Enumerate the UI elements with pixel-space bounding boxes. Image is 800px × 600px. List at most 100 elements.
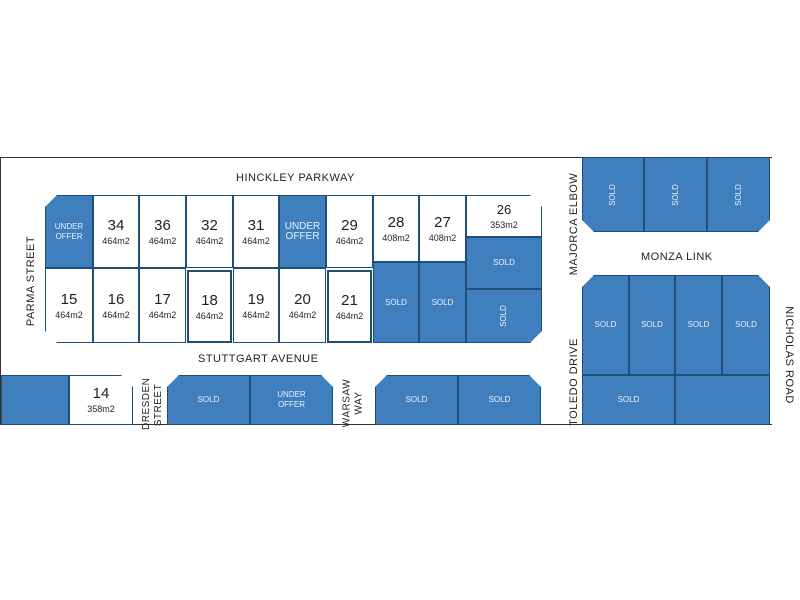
lot-status: SOLD [385, 297, 407, 307]
street-stuttgart-avenue: STUTTGART AVENUE [198, 353, 319, 365]
lot-sold-below-28[interactable]: SOLD [373, 262, 419, 343]
street-majorca-elbow: MAJORCA ELBOW [568, 172, 581, 276]
lot-status: UNDER [277, 390, 306, 399]
lot-status: SOLD [405, 395, 428, 404]
lot-number: 29 [341, 216, 358, 234]
lot-area: 464m2 [195, 310, 224, 321]
lot-15[interactable]: 15 464m2 [45, 268, 93, 343]
lot-status: SOLD [735, 320, 757, 329]
lot-status: SOLD [641, 320, 663, 329]
street-monza-link: MONZA LINK [641, 251, 713, 263]
lot-number: 26 [496, 202, 512, 217]
street-parma: PARMA STREET [25, 235, 38, 327]
lot-status: SOLD [498, 305, 508, 327]
lot-area: 464m2 [55, 309, 83, 320]
lot-16[interactable]: 16 464m2 [93, 268, 139, 343]
lot-sold-below-27[interactable]: SOLD [419, 262, 466, 343]
lot-34[interactable]: 34 464m2 [93, 195, 139, 268]
lot-number: 27 [434, 213, 451, 231]
street-dresden-line1: DRESDEN [141, 377, 152, 430]
lot-status: SOLD [617, 395, 640, 404]
lot-26[interactable]: 26 353m2 [466, 195, 542, 237]
street-nicholas-road: NICHOLAS ROAD [782, 306, 795, 404]
lot-area: 408m2 [382, 232, 410, 243]
lot-19[interactable]: 19 464m2 [233, 268, 279, 343]
lot-area: 464m2 [102, 309, 130, 320]
lot-sold-top-right-2[interactable]: SOLD [644, 157, 707, 232]
lot-area: 464m2 [335, 310, 364, 321]
lot-area: 464m2 [335, 235, 364, 246]
lot-status: SOLD [197, 395, 220, 404]
lot-number: 17 [154, 290, 171, 308]
lot-number: 31 [247, 216, 265, 234]
lot-area: 464m2 [288, 309, 317, 320]
lot-number: 28 [387, 213, 405, 231]
lot-number: 18 [201, 291, 218, 309]
lot-under-offer-bottom[interactable]: UNDER OFFER [250, 375, 333, 425]
lot-28[interactable]: 28 408m2 [373, 195, 419, 262]
lot-status: OFFER [277, 400, 306, 409]
lot-sold-right-block-2[interactable]: SOLD [629, 275, 675, 375]
lot-status: UNDER [284, 220, 321, 232]
lot-14[interactable]: 14 358m2 [69, 375, 133, 425]
lot-status: SOLD [687, 320, 710, 329]
lot-number: 32 [201, 216, 218, 234]
lot-sold-top-right-1[interactable]: SOLD [582, 157, 644, 232]
lot-sold-right-lower[interactable]: SOLD [466, 289, 542, 343]
lot-sold-right-block-3[interactable]: SOLD [675, 275, 722, 375]
lot-sold-bottom-left[interactable] [1, 375, 69, 425]
lot-36[interactable]: 36 464m2 [139, 195, 186, 268]
street-dresden-line2: STREET [153, 383, 164, 427]
lot-sold-bottom-middle[interactable]: SOLD [167, 375, 250, 425]
lot-21[interactable]: 21 464m2 [327, 270, 372, 343]
lot-number: 15 [60, 290, 78, 308]
lot-number: 34 [107, 216, 125, 234]
lot-31[interactable]: 31 464m2 [233, 195, 279, 268]
lot-status: SOLD [431, 297, 454, 307]
lot-number: 14 [92, 385, 110, 402]
lot-17[interactable]: 17 464m2 [139, 268, 186, 343]
lot-status: SOLD [493, 258, 515, 267]
lot-area: 464m2 [242, 309, 270, 320]
lot-sold-right-block-5[interactable]: SOLD [582, 375, 675, 425]
lot-under-offer-top-left[interactable]: UNDER OFFER [45, 195, 93, 268]
lot-status: OFFER [285, 230, 320, 242]
lot-29[interactable]: 29 464m2 [326, 195, 373, 268]
lot-number: 19 [247, 290, 265, 308]
lot-sold-right-block-4[interactable]: SOLD [722, 275, 770, 375]
lot-area: 358m2 [87, 404, 115, 414]
lot-right-block-6[interactable] [675, 375, 770, 425]
lot-number: 36 [154, 216, 171, 234]
lot-area: 408m2 [428, 232, 457, 243]
lot-status: SOLD [670, 183, 680, 206]
lot-status: SOLD [607, 183, 617, 206]
lot-area: 464m2 [148, 235, 177, 246]
lot-status: SOLD [733, 183, 743, 206]
lot-sold-right-block-1[interactable]: SOLD [582, 275, 629, 375]
lot-20[interactable]: 20 464m2 [279, 268, 326, 343]
lot-sold-bottom-right-1[interactable]: SOLD [375, 375, 458, 425]
lot-area: 464m2 [102, 235, 130, 246]
lot-area: 353m2 [490, 220, 518, 230]
lot-sold-right-upper[interactable]: SOLD [466, 237, 542, 289]
street-dresden: DRESDEN STREET [141, 377, 165, 430]
lot-area: 464m2 [148, 309, 177, 320]
lot-under-offer-top-middle[interactable]: UNDER OFFER [279, 195, 326, 268]
lot-number: 21 [341, 291, 358, 309]
lot-area: 464m2 [195, 235, 224, 246]
lot-number: 20 [294, 290, 311, 308]
lot-status: SOLD [594, 320, 617, 329]
lot-status: UNDER [54, 221, 84, 231]
street-warsaw-line1: WARSAW [341, 378, 353, 428]
lot-status: OFFER [55, 231, 83, 241]
lot-sold-top-right-3[interactable]: SOLD [707, 157, 770, 232]
lot-32[interactable]: 32 464m2 [186, 195, 233, 268]
lot-sold-bottom-right-2[interactable]: SOLD [458, 375, 541, 425]
street-warsaw: WARSAW WAY [342, 376, 366, 431]
lot-18[interactable]: 18 464m2 [187, 270, 232, 343]
street-toledo-drive: TOLEDO DRIVE [567, 338, 580, 426]
lot-27[interactable]: 27 408m2 [419, 195, 466, 262]
lot-number: 16 [107, 290, 125, 308]
street-warsaw-line2: WAY [353, 391, 365, 415]
